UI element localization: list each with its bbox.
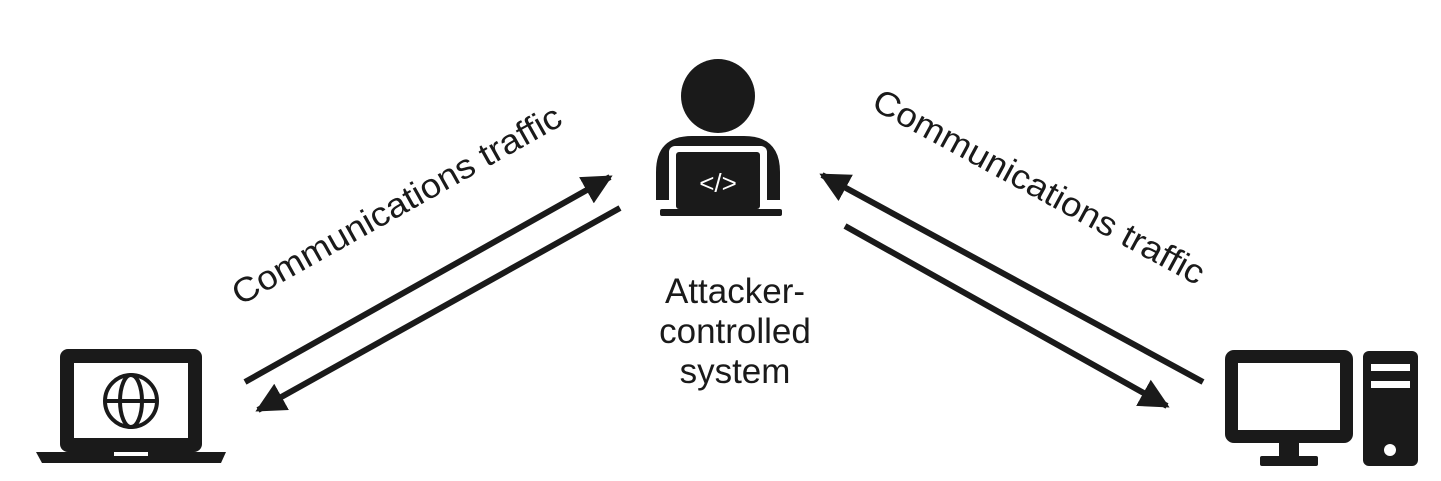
attacker-label-line-2: controlled [659,312,811,351]
laptop-globe-icon [36,349,226,463]
arrow-to-attacker-left [243,174,613,385]
attacker-label-line-3: system [679,352,791,391]
arrow-to-client [255,205,622,413]
arrow-to-server [843,223,1170,409]
person-at-laptop-code-icon: </> [656,59,782,216]
bidirectional-arrow-icon [819,172,1205,409]
code-glyph: </> [699,168,737,198]
traffic-label-left: Communications traffic [225,98,568,313]
bidirectional-arrow-icon [243,174,622,413]
arrow-to-attacker-right [819,172,1205,385]
traffic-label-right: Communications traffic [866,82,1211,293]
desktop-computer-tower-icon [1225,350,1418,466]
attacker-system-label: Attacker- controlled system [620,272,850,392]
attacker-label-line-1: Attacker- [664,272,806,311]
